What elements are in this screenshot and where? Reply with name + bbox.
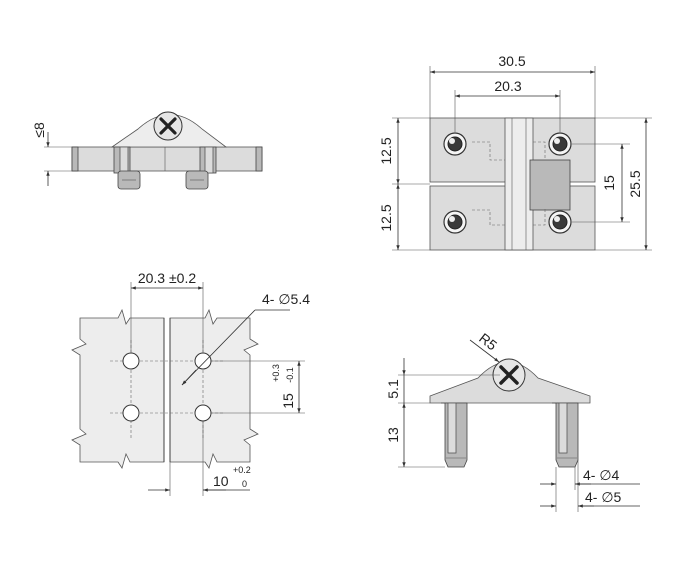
mount-hole-bl	[122, 404, 140, 422]
mount-hole-tl	[122, 352, 140, 370]
mount-hole-tr	[194, 352, 212, 370]
front-view: 30.5 20.3 12.5 12.5 15 25.5	[378, 53, 652, 251]
pin-length-label: 13	[385, 427, 401, 443]
pin-callout-small-label: 4- ∅4	[583, 467, 620, 483]
hole-spacing-label: 15	[601, 175, 617, 191]
half-height-bottom-label: 12.5	[378, 204, 394, 231]
mount-spacing-v-label: 15	[280, 393, 296, 409]
mount-spacing-h-label: 20.3 ±0.2	[138, 270, 196, 286]
edge-offset-tol-lower: 0	[242, 479, 247, 489]
overall-width-label: 30.5	[498, 53, 525, 69]
hole-callout-label: 4- ∅5.4	[262, 291, 310, 307]
pin-callout-large-label: 4- ∅5	[585, 489, 622, 505]
inner-width-label: 20.3	[494, 78, 521, 94]
top-view: ≤8	[31, 111, 263, 190]
mounting-panel-left	[71, 308, 165, 469]
edge-offset-label: 10	[213, 473, 229, 489]
mount-spacing-v-tol-upper: +0.3	[271, 364, 281, 382]
half-height-top-label: 12.5	[378, 137, 394, 164]
edge-offset-tol-upper: +0.2	[233, 465, 251, 475]
mount-spacing-v-tol-lower: -0.1	[285, 367, 295, 383]
mounting-view: 20.3 ±0.2 4- ∅5.4 15 +0.3 -0.1 10 +0.2 0	[71, 270, 310, 496]
radius-label: R5	[476, 330, 500, 354]
knuckle-height-label: 5.1	[385, 379, 401, 399]
overall-height-label: 25.5	[627, 170, 643, 197]
side-view: R5 5.1 13 4- ∅4 4- ∅5	[385, 330, 640, 512]
top-view-plate	[71, 146, 263, 172]
height-dimension-label: ≤8	[31, 122, 47, 138]
mounting-panel-right	[169, 308, 259, 469]
mount-hole-br	[194, 404, 212, 422]
